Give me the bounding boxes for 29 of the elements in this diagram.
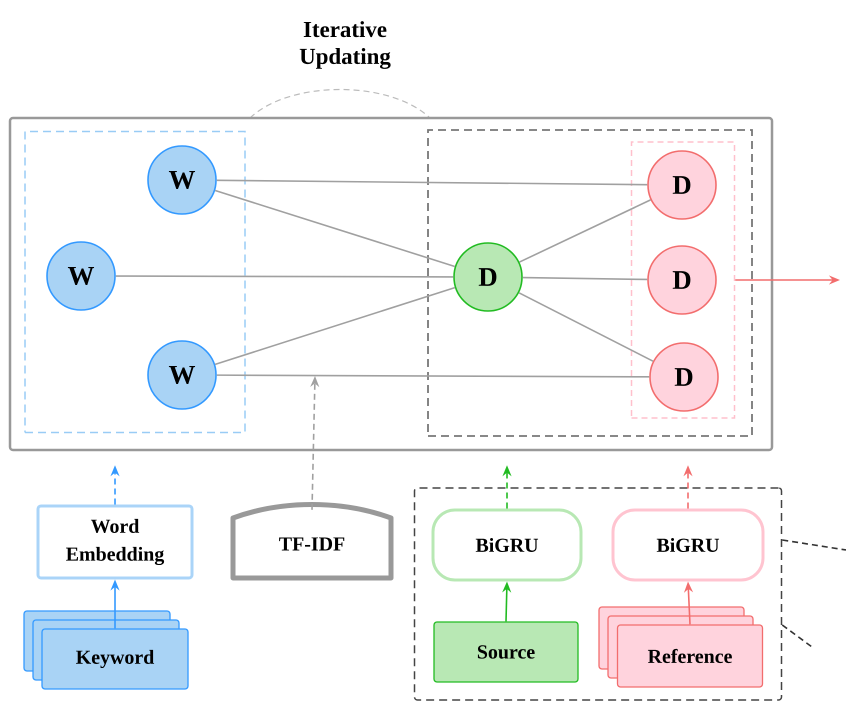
- document-node: D: [453, 242, 523, 312]
- group-box: [24, 130, 246, 434]
- connector: [519, 199, 651, 263]
- document-node: D: [647, 150, 717, 220]
- connector: [214, 286, 456, 366]
- word-node: W: [147, 145, 217, 215]
- source-box: Source: [433, 621, 579, 683]
- connector: [216, 180, 648, 186]
- word-node: W: [46, 241, 116, 311]
- group-box: [630, 141, 736, 419]
- connector: [116, 275, 454, 278]
- keyword-stack: Keyword: [23, 610, 189, 690]
- connector: [522, 276, 648, 280]
- embedding-box: Word Embedding: [36, 504, 194, 580]
- connector: [782, 624, 812, 648]
- bigru-box: BiGRU: [612, 508, 764, 582]
- title-label: Iterative Updating: [300, 21, 391, 69]
- word-node: W: [147, 340, 217, 410]
- connector: [216, 374, 650, 378]
- bigru-box: BiGRU: [432, 508, 582, 582]
- connector: [214, 190, 456, 268]
- document-node: D: [647, 245, 717, 315]
- graph-panel: [8, 116, 774, 452]
- reference-stack: Reference: [598, 606, 764, 688]
- connector: [782, 539, 846, 551]
- document-node: D: [649, 342, 719, 412]
- connector: [518, 292, 654, 362]
- group-box: [427, 129, 753, 437]
- group-box: [414, 487, 782, 701]
